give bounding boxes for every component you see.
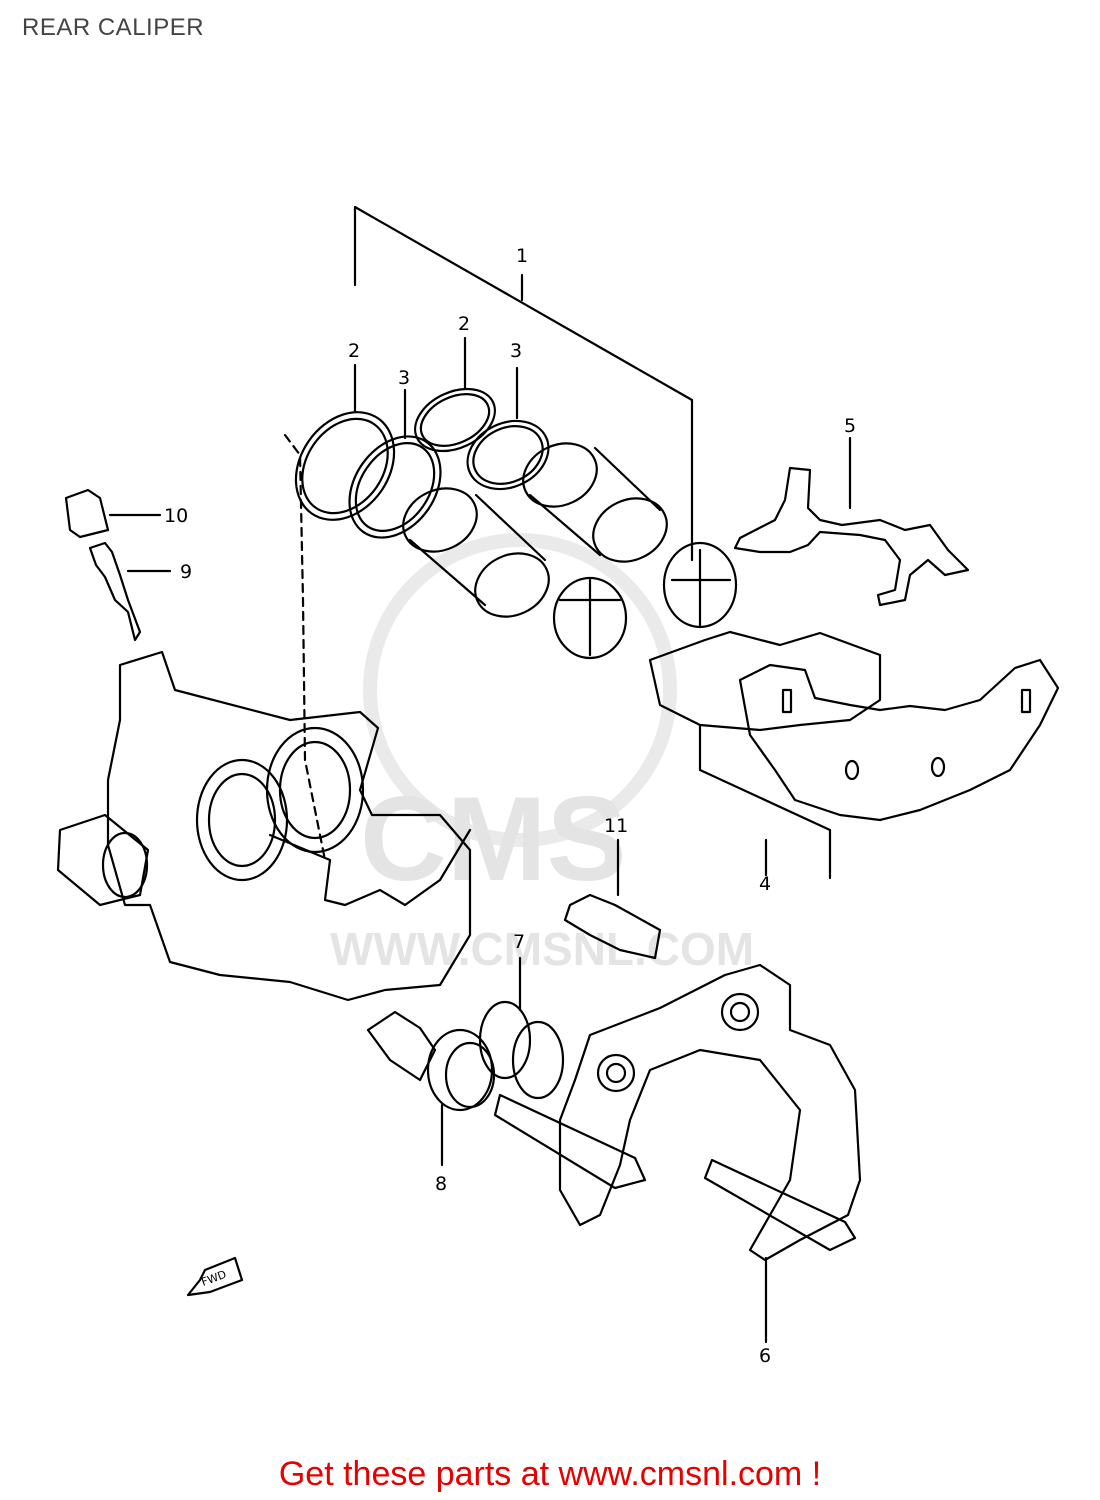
piston-kit-bracket-line bbox=[353, 205, 694, 562]
bleeder-valve bbox=[88, 541, 142, 642]
caliper-bracket bbox=[493, 963, 862, 1262]
part-label-8: 8 bbox=[435, 1173, 447, 1195]
watermark-url-text: WWW.CMSNL.COM bbox=[330, 923, 754, 975]
dust-seal bbox=[466, 419, 550, 491]
caliper-piston bbox=[402, 487, 628, 660]
part-label-4: 4 bbox=[759, 873, 771, 895]
dust-seal bbox=[348, 435, 442, 539]
part-label-2: 2 bbox=[458, 313, 470, 335]
piston-seal bbox=[294, 411, 396, 521]
caliper-piston bbox=[522, 442, 738, 629]
part-label-9: 9 bbox=[180, 561, 192, 583]
part-label-5: 5 bbox=[844, 415, 856, 437]
piston-seal bbox=[414, 387, 496, 453]
part-number-labels: 1 2 2 3 3 4 5 6 7 8 9 10 11 FWD bbox=[164, 245, 856, 1367]
get-parts-link[interactable]: Get these parts at www.cmsnl.com ! bbox=[278, 1455, 822, 1493]
part-label-11: 11 bbox=[604, 815, 628, 837]
cms-watermark: CMS WWW.CMSNL.COM bbox=[330, 533, 754, 975]
part-label-2: 2 bbox=[348, 340, 360, 362]
part-label-6: 6 bbox=[759, 1345, 771, 1367]
page-title: REAR CALIPER bbox=[22, 14, 205, 41]
part-label-3: 3 bbox=[398, 367, 410, 389]
caliper-bolt bbox=[563, 893, 662, 960]
watermark-logo-text: CMS bbox=[360, 772, 627, 906]
leader-lines bbox=[108, 336, 852, 1344]
caliper-body bbox=[56, 650, 472, 1002]
slide-pin-sleeve bbox=[366, 1010, 496, 1112]
part-label-7: 7 bbox=[513, 931, 525, 953]
part-label-1: 1 bbox=[516, 245, 528, 267]
bleeder-cap bbox=[64, 488, 110, 539]
brake-pad-set bbox=[648, 630, 1060, 880]
forward-arrow-icon bbox=[186, 1256, 244, 1297]
part-label-3: 3 bbox=[510, 340, 522, 362]
pad-spring bbox=[733, 466, 970, 607]
part-label-10: 10 bbox=[164, 505, 188, 527]
